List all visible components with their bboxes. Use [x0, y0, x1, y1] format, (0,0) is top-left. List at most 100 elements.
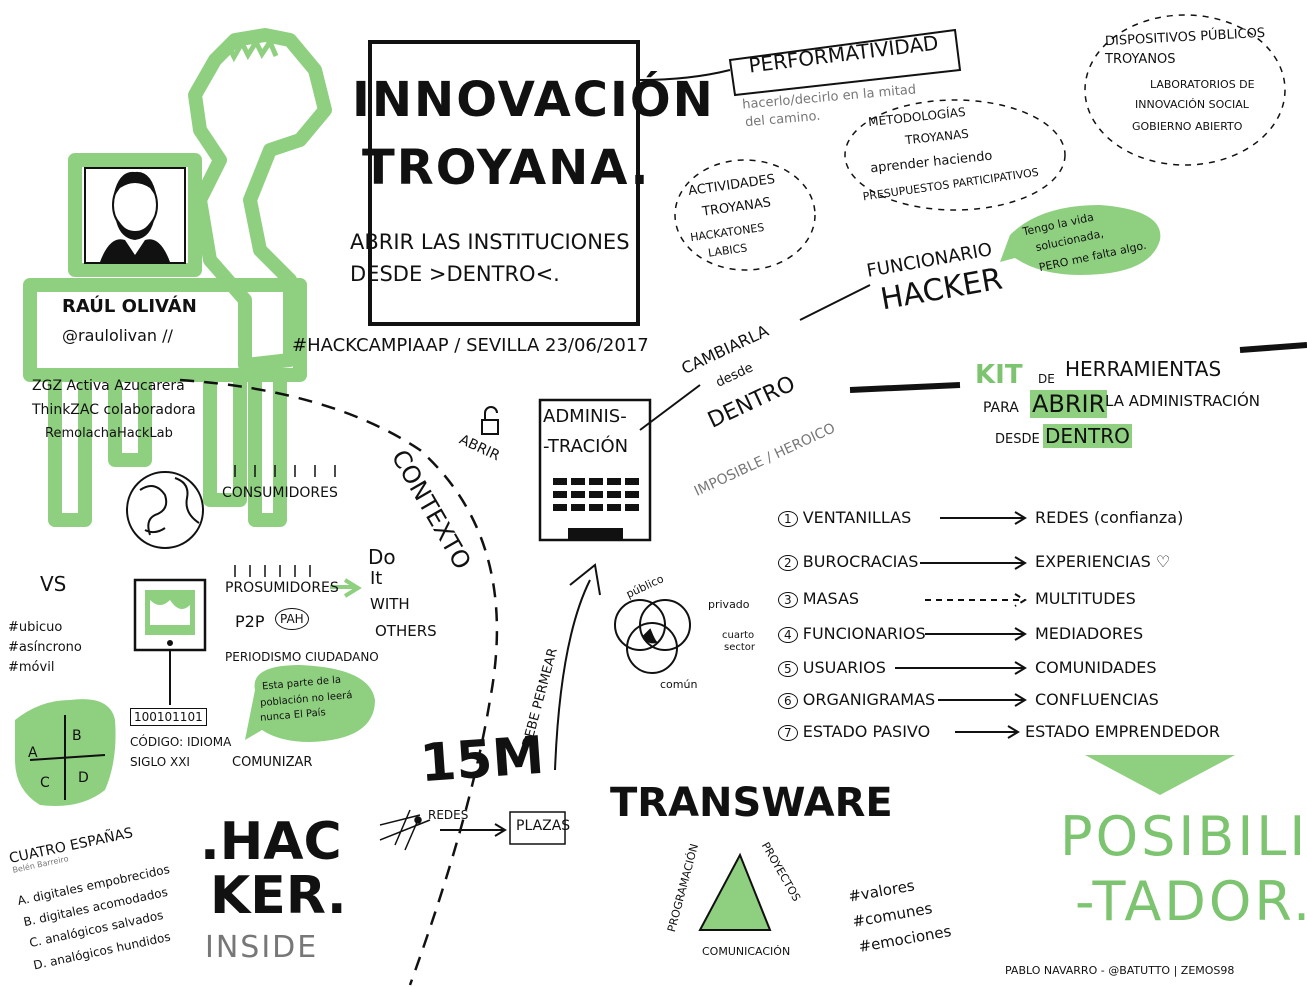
hacker-l2: KER. — [210, 866, 347, 926]
quad-d: D — [78, 770, 89, 786]
list-from: FUNCIONARIOS — [802, 624, 926, 643]
list-item: 7 ESTADO PASIVO — [778, 722, 930, 741]
list-to: COMUNIDADES — [1035, 658, 1157, 677]
list-item: 1 VENTANILLAS — [778, 508, 911, 527]
list-item: 6 ORGANIGRAMAS — [778, 690, 935, 709]
comunizar-label: COMUNIZAR — [232, 755, 313, 770]
it-label: It — [370, 568, 383, 589]
speech-bubble-pais — [245, 665, 375, 742]
author-org-3: RemolachaHackLab — [45, 426, 173, 441]
list-number: 7 — [778, 725, 798, 741]
trojan-horse-icon — [23, 28, 332, 527]
speech-bubble-green — [1000, 205, 1161, 275]
padlock-icon — [481, 406, 499, 435]
title-line1: INNOVACIÓN — [352, 72, 715, 128]
list-from: BUROCRACIAS — [802, 552, 919, 571]
author-org-2: ThinkZAC colaboradora — [32, 402, 196, 418]
binary-code: 100101101 — [130, 708, 207, 726]
hacker-l3: INSIDE — [205, 930, 319, 965]
network-icon — [379, 809, 431, 851]
title-subtitle1: ABRIR LAS INSTITUCIONES — [350, 230, 630, 254]
venn-privado: privado — [708, 598, 750, 611]
transware-com: COMUNICACIÓN — [702, 945, 791, 958]
plazas-box — [509, 811, 566, 845]
down-arrows-icon — [234, 465, 336, 577]
event-tag: #HACKCAMPIAAP / SEVILLA 23/06/2017 — [292, 335, 649, 356]
kit-word: KIT — [975, 360, 1023, 390]
list-from: USUARIOS — [802, 658, 886, 677]
globe-icon — [126, 471, 204, 549]
hacker-l1: .HAC — [200, 812, 342, 872]
actividades-cloud — [674, 159, 816, 271]
tag-ubicuo: #ubicuo — [8, 620, 63, 635]
list-from: ESTADO PASIVO — [802, 722, 931, 741]
kit-desde: DESDE — [995, 432, 1040, 447]
kit-para: PARA — [983, 400, 1019, 416]
p2p-label: P2P — [235, 612, 265, 631]
title-line2: TROYANA. — [362, 140, 651, 196]
banner-icon — [728, 28, 962, 97]
list-item: 5 USUARIOS — [778, 658, 886, 677]
dispositivos-l2: TROYANOS — [1105, 52, 1176, 67]
transware-title: TRANSWARE — [610, 780, 893, 826]
kit-abrir: ABRIR — [1030, 390, 1108, 418]
siglo-label: SIGLO XXI — [130, 755, 190, 769]
kit-herramientas: HERRAMIENTAS — [1065, 357, 1222, 381]
kit-dentro: DENTRO — [1043, 424, 1132, 448]
vs-label: VS — [40, 572, 67, 596]
quad-a: A — [28, 745, 38, 761]
metodologias-cloud — [844, 99, 1066, 211]
building-icon — [538, 398, 652, 542]
author-name: RAÚL OLIVÁN — [62, 296, 197, 317]
dispositivos-cloud — [1084, 14, 1286, 166]
list-number: 1 — [778, 511, 798, 527]
list-from: MASAS — [802, 589, 860, 608]
credit-line: PABLO NAVARRO - @BATUTTO | ZEMOS98 — [1005, 964, 1235, 977]
tag-asincrono: #asíncrono — [8, 640, 82, 655]
list-item: 3 MASAS — [778, 589, 859, 608]
others-label: OTHERS — [375, 622, 437, 640]
title-box — [368, 40, 640, 326]
list-to: MULTITUDES — [1035, 589, 1136, 608]
list-arrows — [895, 511, 1027, 739]
venn-cuarto2: sector — [724, 642, 756, 653]
venn-cuarto1: cuarto — [722, 630, 755, 641]
list-to: MEDIADORES — [1035, 624, 1144, 643]
tablet-icon — [133, 578, 207, 652]
kit-de: DE — [1038, 372, 1055, 386]
list-number: 6 — [778, 693, 798, 709]
dispositivos-l3: LABORATORIOS DE — [1150, 78, 1255, 91]
list-from: ORGANIGRAMAS — [802, 690, 936, 709]
posibilitador-l1: POSIBILI- — [1060, 805, 1307, 868]
list-to: EXPERIENCIAS ♡ — [1035, 552, 1171, 571]
venn-comun: común — [660, 678, 698, 691]
venn-diagram-icon — [614, 599, 691, 674]
tag-movil: #móvil — [8, 660, 55, 675]
transware-triangle — [698, 852, 772, 931]
admin-l1: ADMINIS- — [543, 406, 627, 427]
with-label: WITH — [370, 595, 410, 613]
list-item: 2 BUROCRACIAS — [778, 552, 918, 571]
list-item: 4 FUNCIONARIOS — [778, 624, 926, 643]
posibilitador-l2: -TADOR. — [1075, 870, 1307, 933]
list-to: CONFLUENCIAS — [1035, 690, 1159, 709]
mane-icon — [217, 36, 279, 63]
list-number: 4 — [778, 627, 798, 643]
author-org-1: ZGZ Activa Azucarera — [32, 378, 185, 394]
consumidores-label: CONSUMIDORES — [222, 485, 338, 501]
permear-arrow — [554, 579, 591, 771]
dispositivos-l4: INNOVACIÓN SOCIAL — [1135, 98, 1249, 111]
do-label: Do — [368, 545, 396, 569]
title-subtitle2: DESDE >DENTRO<. — [350, 262, 560, 286]
portrait-icon — [100, 171, 170, 262]
codigo-label: CÓDIGO: IDIOMA — [130, 735, 232, 749]
quad-b: B — [72, 728, 82, 744]
author-handle: @raulolivan // — [62, 326, 173, 345]
periodismo-label: PERIODISMO CIUDADANO — [225, 650, 379, 664]
context-curve — [179, 378, 499, 986]
pah-badge: PAH — [275, 608, 309, 630]
posibilitador-triangle — [1085, 755, 1235, 795]
admin-l2: -TRACIÓN — [543, 436, 629, 457]
quad-c: C — [40, 775, 50, 791]
